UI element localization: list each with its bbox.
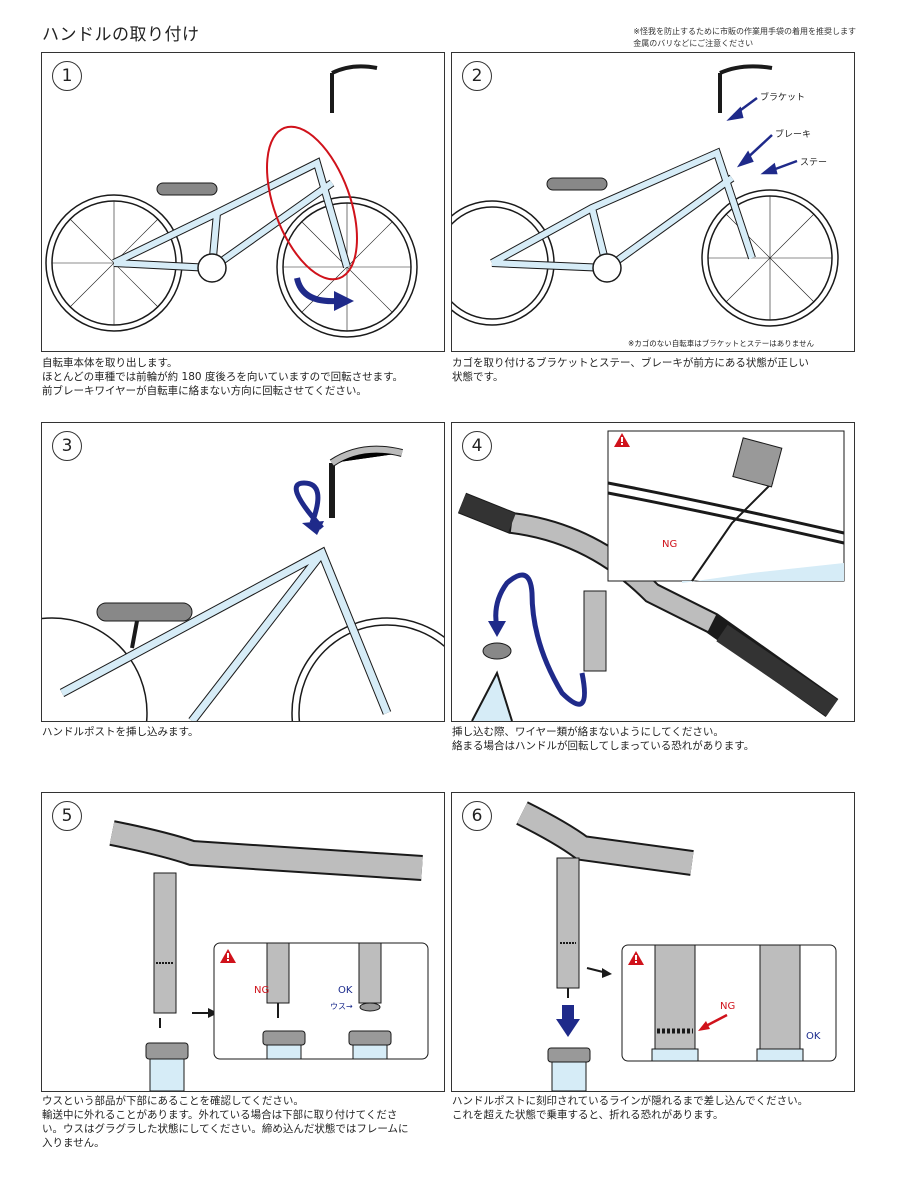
- ng-label: NG: [254, 985, 270, 996]
- page-title: ハンドルの取り付け: [42, 25, 200, 45]
- step-1-caption-line: ほとんどの車種では前輪が約 180 度後ろを向いていますので回転させます。: [42, 371, 404, 383]
- step-3-caption: ハンドルポストを挿し込みます。: [42, 725, 452, 739]
- step-2-caption-line: 状態です。: [452, 371, 504, 383]
- step-5-caption-line: 輸送中に外れることがあります。外れている場合は下部に取り付けてくださ: [42, 1109, 398, 1121]
- step-3-illustration: [42, 445, 444, 721]
- step-3-panel: 3: [41, 422, 445, 722]
- step-5-caption-line: 入りません。: [42, 1137, 105, 1149]
- safety-note-line-2: 金属のバリなどにご注意ください: [633, 39, 754, 48]
- ng-label: NG: [662, 539, 678, 550]
- step-1-panel: 1: [41, 52, 445, 352]
- ok-label: OK: [338, 985, 353, 996]
- step-1-caption: 自転車本体を取り出します。 ほとんどの車種では前輪が約 180 度後ろを向いてい…: [42, 356, 452, 398]
- step-1-number: 1: [52, 61, 82, 91]
- step-6-caption-line: ハンドルポストに刻印されているラインが隠れるまで差し込んでください。: [452, 1095, 809, 1107]
- step-3-number: 3: [52, 431, 82, 461]
- safety-note-line-1: ※怪我を防止するために市販の作業用手袋の着用を推奨します: [633, 27, 856, 36]
- warning-icon: [220, 949, 236, 963]
- step-2-footnote: ※カゴのない自転車はブラケットとステーはありません: [628, 339, 815, 348]
- stay-label: ステー: [800, 158, 828, 168]
- ng-label: NG: [720, 1001, 736, 1012]
- step-4-caption-line: 挿し込む際、ワイヤー類が絡まないようにしてください。: [452, 726, 724, 738]
- step-4-caption: 挿し込む際、ワイヤー類が絡まないようにしてください。 絡まる場合はハンドルが回転…: [452, 725, 862, 753]
- step-2-number: 2: [462, 61, 492, 91]
- step-1-caption-line: 前ブレーキワイヤーが自転車に絡まない方向に回転させてください。: [42, 385, 367, 397]
- warning-icon: [628, 951, 644, 965]
- step-5-caption: ウスという部品が下部にあることを確認してください。 輸送中に外れることがあります…: [42, 1094, 452, 1150]
- step-3-caption-line: ハンドルポストを挿し込みます。: [42, 726, 199, 738]
- brake-label: ブレーキ: [775, 130, 812, 140]
- step-4-caption-line: 絡まる場合はハンドルが回転してしまっている恐れがあります。: [452, 740, 755, 752]
- step-4-number: 4: [462, 431, 492, 461]
- step-2-panel: 2 ブラケット ブレーキ ステー ※カゴのない自転車はブラケットとステーはありま…: [451, 52, 855, 352]
- step-1-illustration: [45, 64, 418, 338]
- warning-icon: [614, 433, 630, 447]
- ok-label: OK: [806, 1031, 821, 1042]
- step-5-caption-line: ウスという部品が下部にあることを確認してください。: [42, 1095, 304, 1107]
- step-5-caption-line: い。ウスはグラグラした状態にしてください。締め込んだ状態ではフレームに: [42, 1123, 409, 1135]
- step-2-caption-line: カゴを取り付けるブラケットとステー、ブレーキが前方にある状態が正しい: [452, 357, 809, 369]
- bracket-label: ブラケット: [760, 93, 806, 103]
- step-1-caption-line: 自転車本体を取り出します。: [42, 357, 178, 369]
- step-5-illustration: [109, 820, 429, 1091]
- step-6-caption-line: これを超えた状態で乗車すると、折れる恐れがあります。: [452, 1109, 724, 1121]
- step-5-panel: 5 NG OK ウス→: [41, 792, 445, 1092]
- step-4-panel: 4 NG: [451, 422, 855, 722]
- step-6-panel: 6 NG OK: [451, 792, 855, 1092]
- step-2-illustration: [452, 64, 839, 327]
- step-4-illustration: [457, 430, 845, 721]
- usu-label: ウス→: [330, 1002, 353, 1011]
- step-2-caption: カゴを取り付けるブラケットとステー、ブレーキが前方にある状態が正しい 状態です。: [452, 356, 862, 384]
- step-6-caption: ハンドルポストに刻印されているラインが隠れるまで差し込んでください。 これを超え…: [452, 1094, 862, 1122]
- safety-note: ※怪我を防止するために市販の作業用手袋の着用を推奨します 金属のバリなどにご注意…: [633, 26, 856, 50]
- step-5-number: 5: [52, 801, 82, 831]
- step-6-number: 6: [462, 801, 492, 831]
- step-6-illustration: [516, 801, 837, 1091]
